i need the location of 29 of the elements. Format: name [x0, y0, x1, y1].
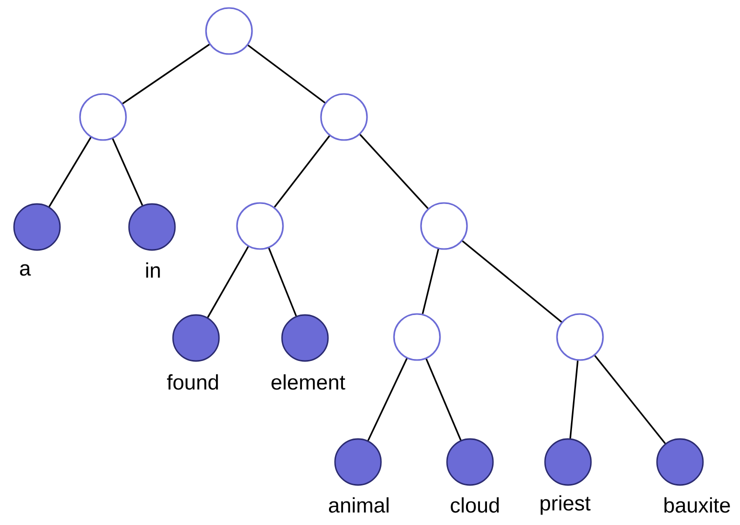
tree-node [320, 93, 368, 141]
edge [367, 358, 408, 441]
edge [422, 248, 440, 314]
tree-node [556, 313, 604, 361]
leaf-label: animal [328, 497, 389, 513]
edge [426, 358, 462, 440]
edge [274, 135, 330, 208]
leaf-label: element [272, 374, 346, 390]
edge [569, 360, 579, 438]
leaf-label: bauxite [664, 497, 730, 513]
leaf-label: a [20, 264, 31, 276]
tree-node [205, 7, 253, 55]
edge [360, 134, 428, 209]
edge [48, 137, 92, 208]
edge [594, 355, 666, 444]
leaf-label: in [146, 262, 160, 278]
edge [207, 246, 249, 318]
tree-node [420, 202, 468, 250]
edge [268, 248, 297, 316]
tree-node [236, 202, 284, 250]
leaf-label: cloud [450, 497, 499, 513]
leaf-label: found [167, 374, 218, 390]
edge [112, 138, 144, 206]
leaf-label: priest [540, 495, 590, 515]
tree-node [79, 93, 127, 141]
edge [122, 44, 210, 104]
edge [462, 240, 562, 323]
tree-node [393, 313, 441, 361]
edge [248, 44, 326, 104]
